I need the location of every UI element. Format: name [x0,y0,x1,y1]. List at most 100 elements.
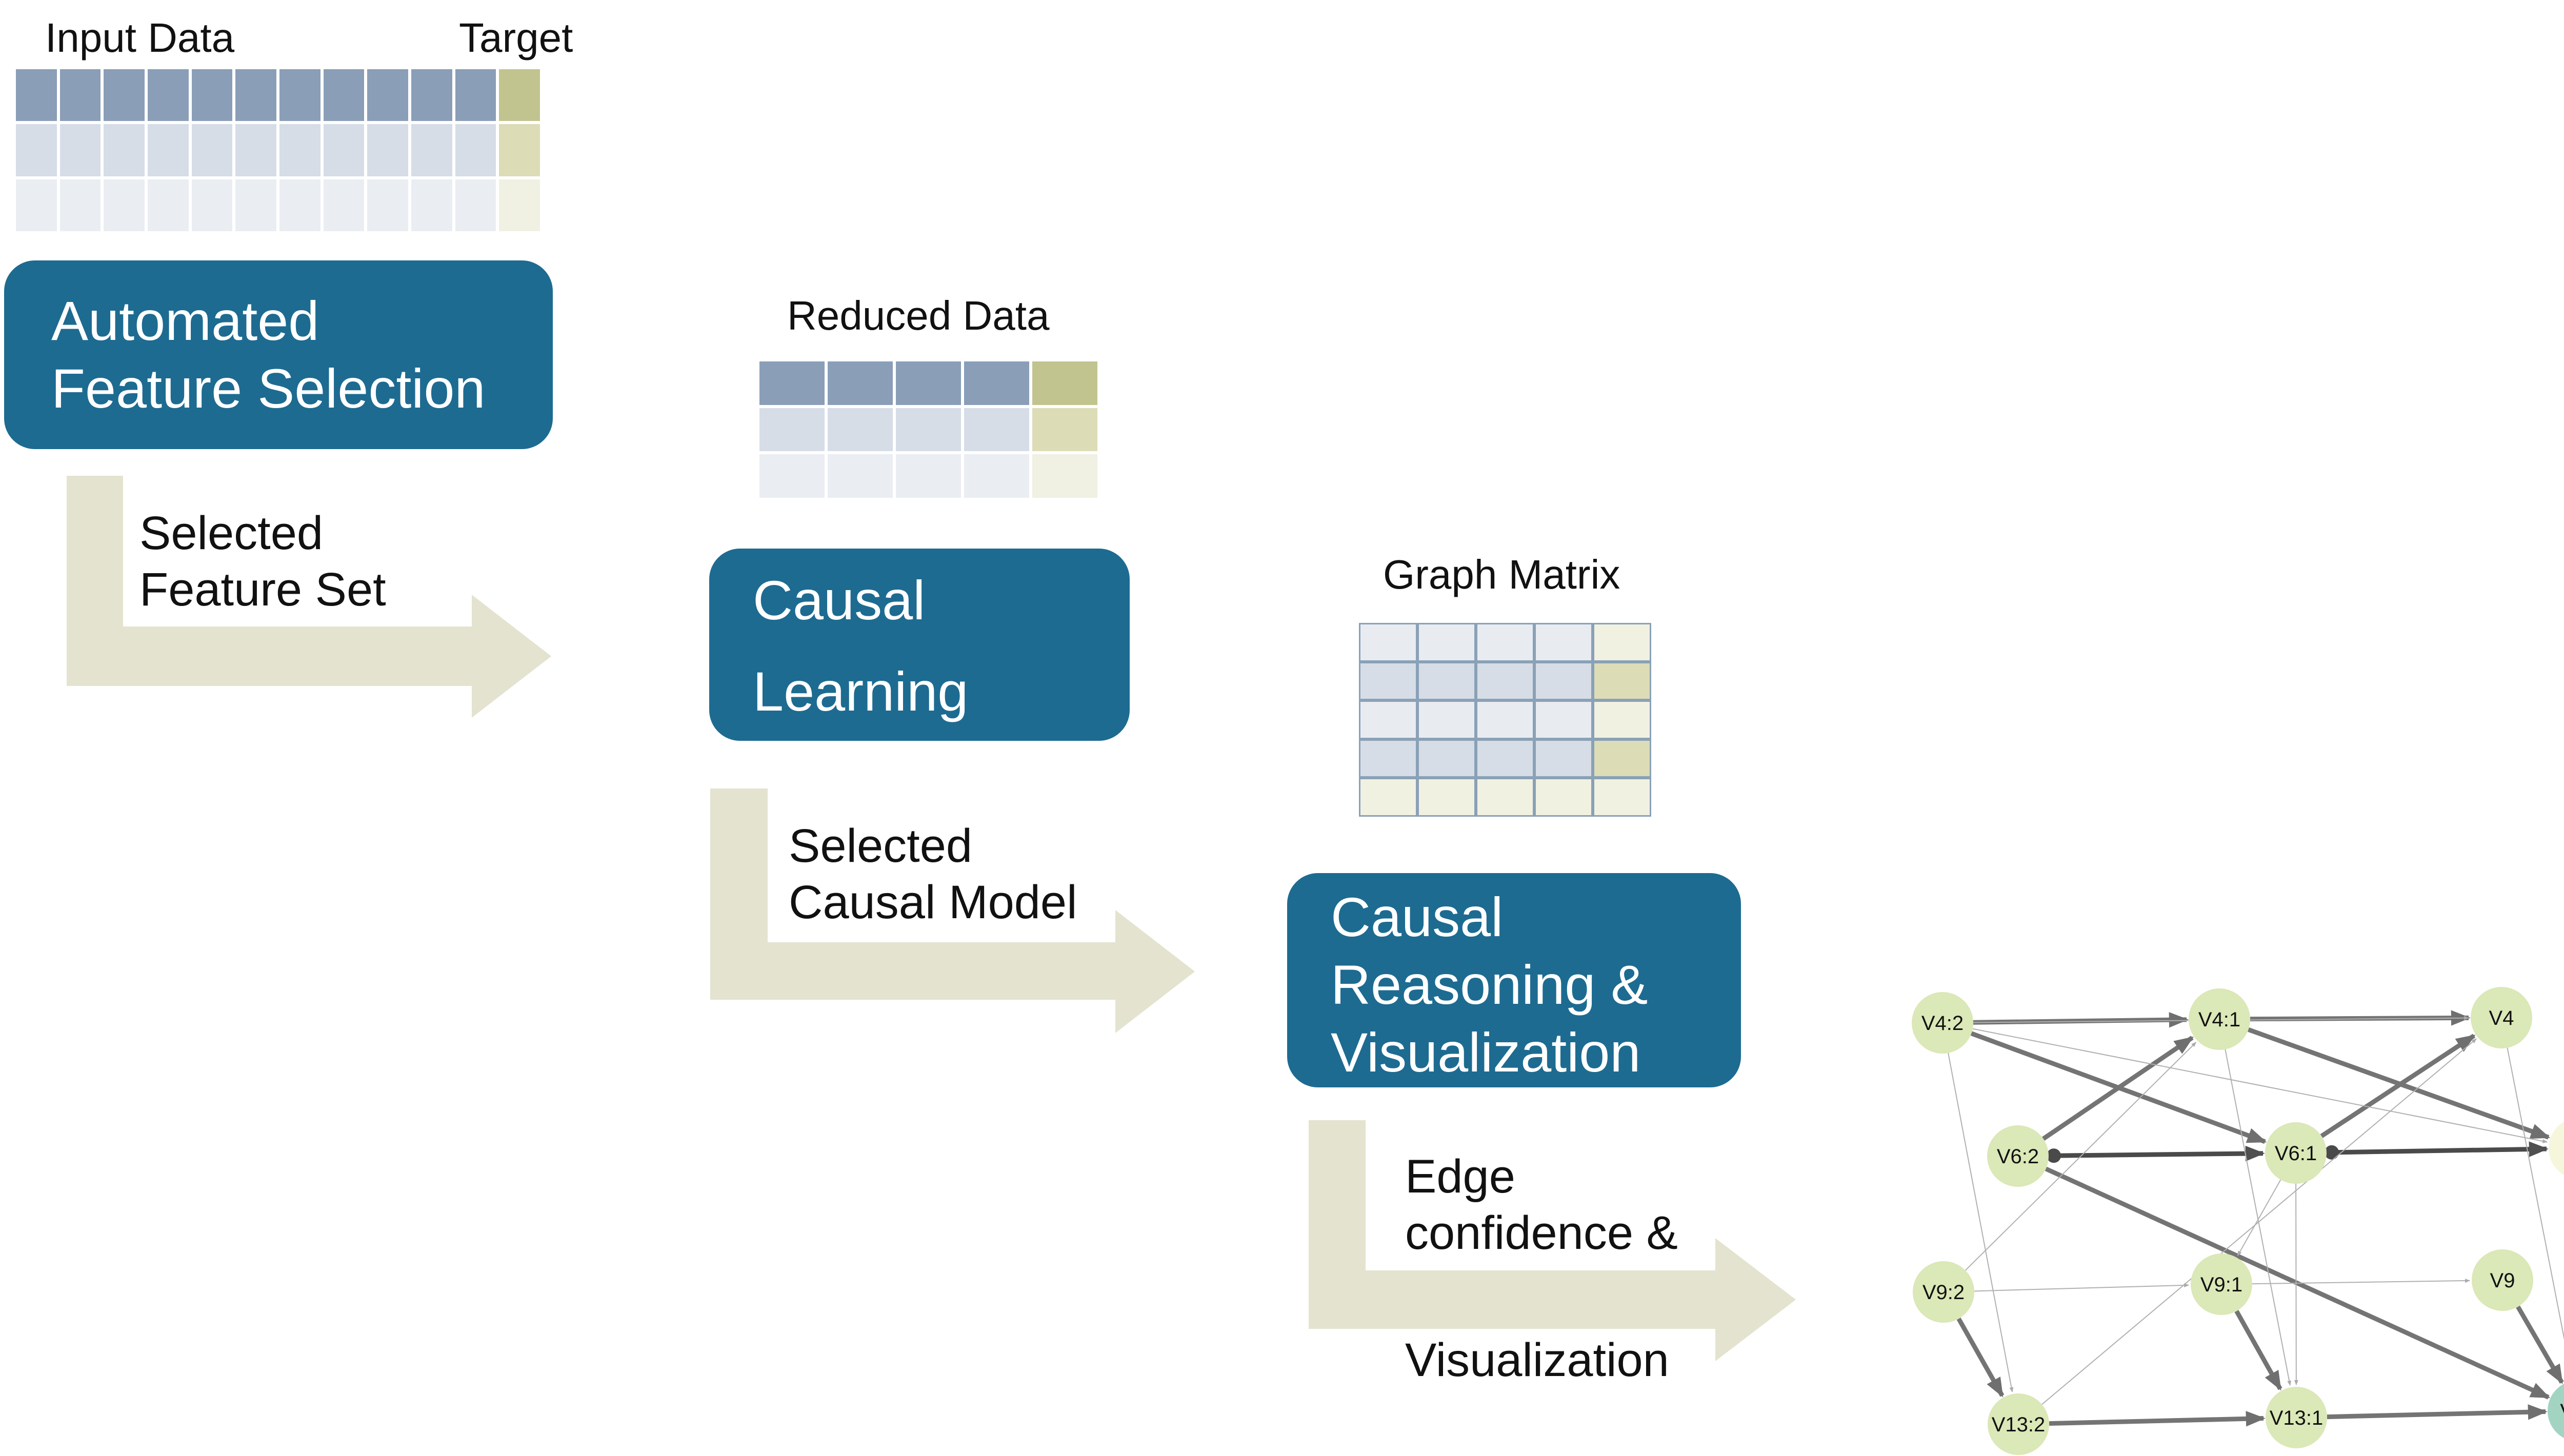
matrix-cell [190,123,234,178]
matrix-cell [894,406,963,453]
matrix-cell [1417,778,1476,817]
edge-v6-1-to-v6 [2326,1141,2549,1157]
node-label: V6:1 [2275,1142,2317,1165]
node-circle [1987,1125,2049,1187]
matrix-cell [1359,778,1417,817]
selected-causal-model-line1: Selected [789,820,973,872]
graph-matrix-label: Graph Matrix [1383,552,1620,597]
matrix-cell [1534,623,1593,662]
node-circle [2265,1122,2327,1184]
matrix-cell [146,68,190,123]
automated-feature-selection-box: Automated Feature Selection [4,260,553,449]
matrix-cell [146,123,190,178]
node-v13-2: V13:2 [1988,1393,2049,1455]
node-circle [2189,988,2250,1050]
matrix-cell [102,177,146,233]
matrix-cell [894,360,963,407]
edge-v9-1-to-v9 [2252,1279,2471,1285]
edge-v4-1-to-v13-1 [2225,1049,2292,1386]
node-label: V4:2 [1921,1012,1964,1035]
selected-feature-set-line2: Feature Set [139,563,386,616]
matrix-cell [963,453,1031,499]
edge-v9-to-v13 [2516,1305,2564,1384]
matrix-cell [1031,453,1099,499]
matrix-cell [1593,700,1651,739]
matrix-cell [190,177,234,233]
matrix-cell [14,68,58,123]
matrix-cell [322,68,366,123]
automated-feature-selection-title: Automated Feature Selection [51,290,486,419]
edge-v4-2-to-v13-2 [1948,1053,2014,1393]
matrix-cell [409,177,454,233]
node-label: V6:2 [1997,1145,2039,1168]
matrix-cell [1476,700,1534,739]
edge-v9-2-to-v9-1 [1974,1283,2190,1292]
selected-causal-model-line2: Causal Model [789,876,1077,928]
edge-v13-2-to-v4 [2041,1038,2477,1405]
node-circle [1988,1393,2049,1455]
node-v9-2: V9:2 [1913,1261,1974,1323]
node-circle [2472,1249,2533,1311]
matrix-cell [1534,700,1593,739]
matrix-cell [58,123,103,178]
matrix-cell [1031,360,1099,407]
node-circle [2549,1122,2564,1175]
matrix-cell [826,360,894,407]
graph-matrix [1359,623,1651,817]
edge-origin-dot-v6-1 [2324,1145,2339,1160]
matrix-cell [1593,623,1651,662]
matrix-cell [14,177,58,233]
flow-arrow-edge-confidence [1309,1120,1796,1361]
edge-v13-1-to-v13 [2327,1404,2548,1420]
matrix-cell [453,123,498,178]
matrix-cell [277,177,322,233]
node-label: V9:2 [1922,1281,1965,1304]
matrix-cell [1417,623,1476,662]
flow-arrow-selected-feature-set [67,476,551,718]
matrix-cell [234,68,278,123]
matrix-cell [234,123,278,178]
matrix-cell [277,68,322,123]
matrix-cell [1476,739,1534,778]
matrix-cell [453,177,498,233]
matrix-cell [1417,700,1476,739]
matrix-cell [758,406,826,453]
matrix-cell [102,68,146,123]
matrix-cell [190,68,234,123]
matrix-cell [1476,778,1534,817]
matrix-cell [1476,623,1534,662]
reduced-data-matrix [758,360,1099,499]
edge-v4-2-to-v6 [1972,1028,2548,1143]
node-circle [2548,1383,2564,1439]
edge-v13-2-to-v13-1 [2049,1411,2266,1427]
matrix-cell [1534,739,1593,778]
reduced-data-label: Reduced Data [787,293,1050,338]
node-circle [2191,1253,2252,1315]
node-v13: V13 [2548,1383,2564,1439]
causal-learning-line1: Causal [753,569,926,631]
matrix-cell [58,177,103,233]
input-data-matrix [14,68,542,233]
matrix-cell [1593,661,1651,701]
matrix-cell [1359,739,1417,778]
matrix-cell [409,123,454,178]
node-label: V13 [2560,1400,2564,1423]
matrix-cell [826,406,894,453]
matrix-cell [1593,739,1651,778]
matrix-cell [102,123,146,178]
flow-arrow-selected-causal-model [710,788,1195,1033]
matrix-cell [826,453,894,499]
graph-edges [1948,1010,2564,1427]
selected-feature-set-line1: Selected [139,507,324,559]
edge-v9-1-to-v13-1 [2234,1310,2282,1391]
causal-reasoning-box: Causal Reasoning & Visualization [1287,873,1741,1087]
matrix-cell [322,177,366,233]
matrix-cell [234,177,278,233]
edge-v6-1-to-v4 [2320,1034,2476,1138]
node-v6-2: V6:2 [1987,1125,2049,1187]
matrix-cell [277,123,322,178]
node-label: V9 [2490,1269,2515,1292]
node-label: V9:1 [2200,1273,2242,1296]
